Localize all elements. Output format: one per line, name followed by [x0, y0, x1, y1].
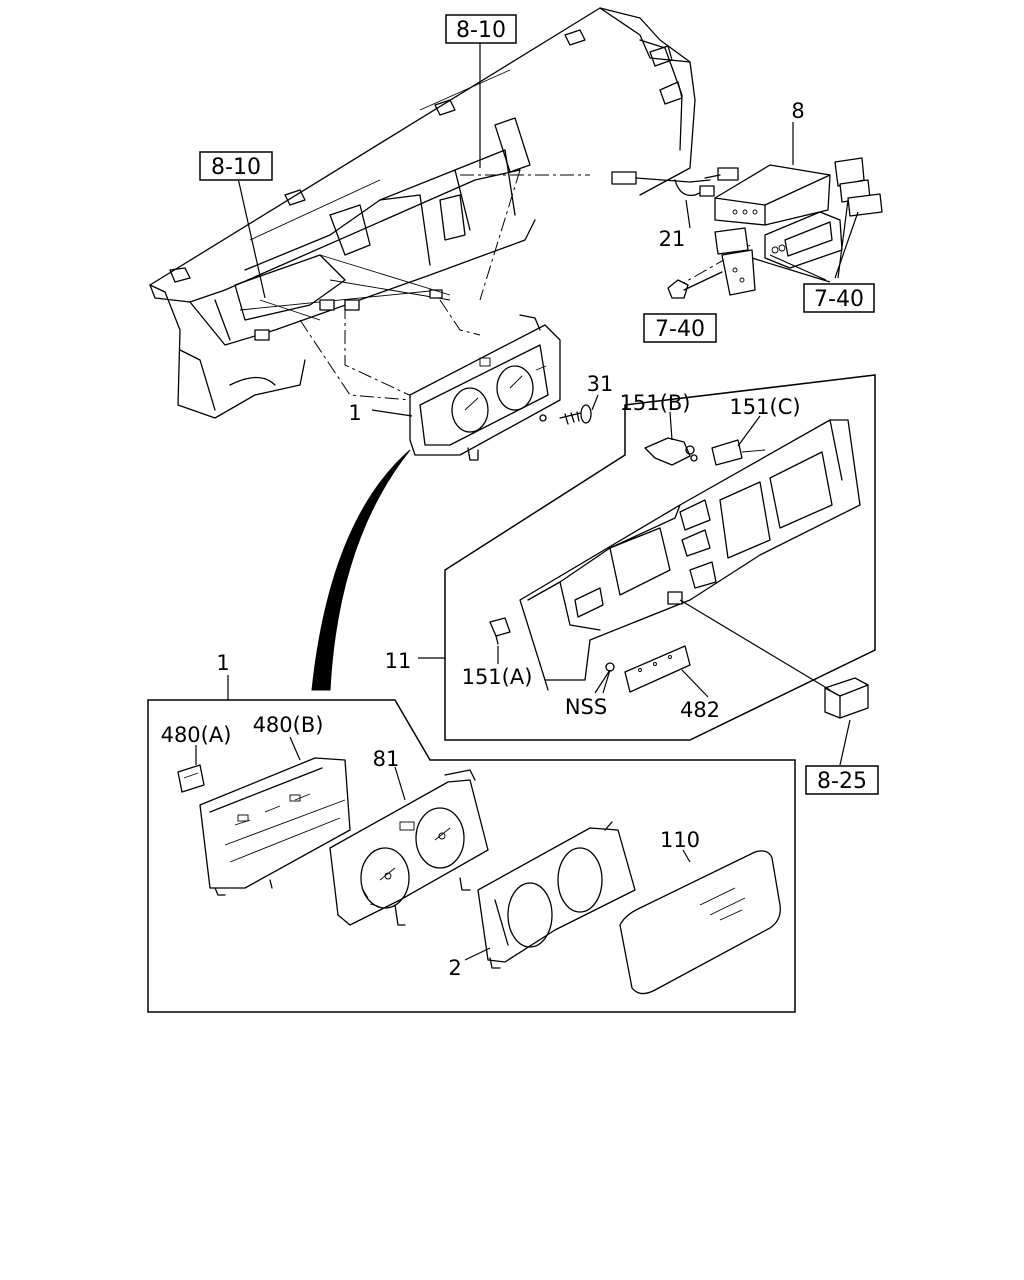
part-480a-label: 480(A) — [161, 723, 232, 747]
nss-label: NSS — [565, 695, 607, 719]
ref-box-740-right: 7-40 — [803, 283, 875, 313]
bolt-7-40 — [667, 271, 723, 299]
part-151b-label: 151(B) — [620, 391, 691, 415]
lens-110 — [619, 850, 781, 995]
part-1-top-label: 1 — [348, 401, 361, 425]
meter-case-2 — [477, 821, 636, 969]
switch-8-25 — [824, 677, 869, 719]
plate-482 — [605, 645, 691, 693]
case-480 — [199, 757, 351, 896]
part-labels: 8 21 31 1 151(B) 151(C) 11 151(A) NSS 48… — [161, 99, 805, 980]
detail-arrow — [311, 449, 411, 691]
ref-box-left: 8-10 — [199, 151, 273, 181]
clip-151a — [489, 617, 511, 645]
radio-unit-8 — [714, 164, 843, 269]
part-21-label: 21 — [659, 227, 686, 251]
part-8-label: 8 — [791, 99, 804, 123]
part-11-label: 11 — [385, 649, 412, 673]
ref-8-25-label: 8-25 — [817, 769, 867, 794]
screw-31 — [539, 404, 592, 425]
harness-21 — [611, 167, 739, 197]
ref-box-top: 8-10 — [445, 14, 517, 44]
part-480b-label: 480(B) — [253, 713, 324, 737]
part-480a — [177, 764, 205, 793]
part-110-label: 110 — [660, 828, 700, 852]
part-151a-label: 151(A) — [462, 665, 533, 689]
ref-8-10-left-label: 8-10 — [211, 155, 261, 180]
dashboard-panel — [149, 7, 696, 419]
clip-151c — [711, 439, 766, 466]
bracket-set — [714, 157, 883, 296]
part-1-bottom-label: 1 — [216, 651, 229, 675]
gauge-81 — [329, 769, 489, 926]
part-31-label: 31 — [587, 372, 614, 396]
part-482-label: 482 — [680, 698, 720, 722]
ref-box-740-left: 7-40 — [643, 313, 717, 343]
bezel-11 — [519, 419, 861, 691]
ref-7-40-left-label: 7-40 — [655, 317, 705, 342]
clip-151b — [644, 437, 698, 466]
ref-box-825: 8-25 — [805, 765, 879, 795]
meter-assembly-top — [409, 314, 561, 461]
part-2-label: 2 — [448, 956, 461, 980]
part-81-label: 81 — [373, 747, 400, 771]
leader-lines — [195, 40, 851, 961]
ref-8-10-top-label: 8-10 — [456, 18, 506, 43]
part-151c-label: 151(C) — [729, 395, 800, 419]
ref-7-40-right-label: 7-40 — [814, 287, 864, 312]
